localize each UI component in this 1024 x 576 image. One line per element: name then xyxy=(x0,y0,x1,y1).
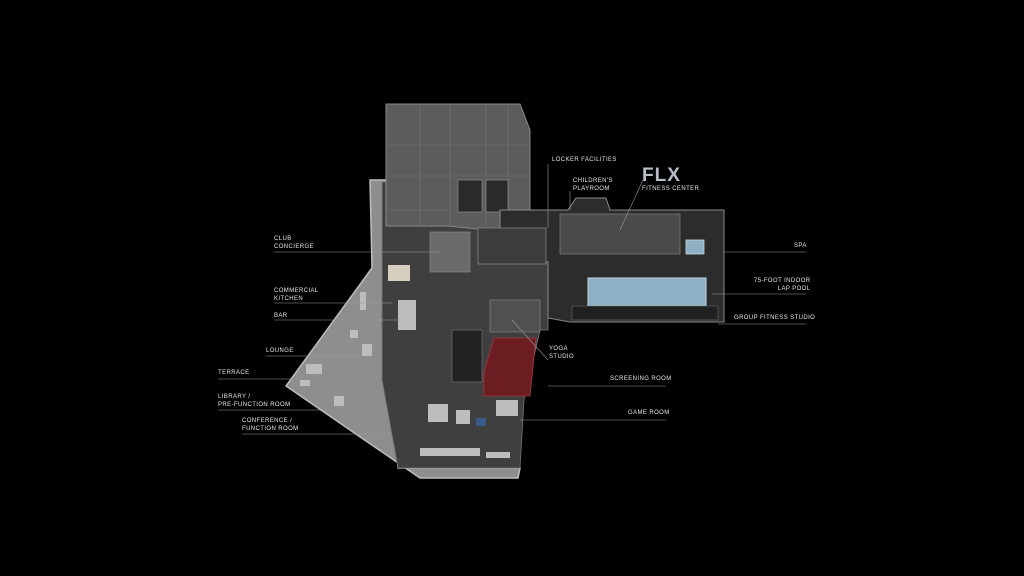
label-line-2: STUDIO xyxy=(549,353,575,360)
game-room-accent xyxy=(476,418,486,426)
label-line-2: KITCHEN xyxy=(274,295,304,302)
label-text: SCREENING ROOM xyxy=(610,376,672,382)
leader-lines xyxy=(218,164,806,435)
label-bar: BAR xyxy=(274,313,288,321)
label-screening-room: SCREENING ROOM xyxy=(610,376,672,384)
label-line-1: 75-FOOT INDOOR xyxy=(754,278,811,284)
label-text: GAME ROOM xyxy=(628,410,670,416)
label-line-1: YOGA xyxy=(549,346,568,352)
label-lounge: LOUNGE xyxy=(266,348,294,356)
label-game-room: GAME ROOM xyxy=(628,410,670,418)
logo-subtitle: FITNESS CENTER xyxy=(642,186,700,192)
furniture xyxy=(300,265,518,458)
label-line-1: LIBRARY / xyxy=(218,394,251,400)
gym-floor xyxy=(559,213,681,255)
elevator-core xyxy=(457,179,483,213)
label-locker-facilities: LOCKER FACILITIES xyxy=(552,157,617,165)
flx-logo: FLX FITNESS CENTER xyxy=(642,166,699,192)
label-terrace: TERRACE xyxy=(218,370,249,378)
label-conference: CONFERENCE / FUNCTION ROOM xyxy=(242,418,299,433)
logo-text: FLX xyxy=(642,165,681,186)
label-line-2: LAP POOL xyxy=(777,285,811,292)
screening-room-area xyxy=(483,337,537,397)
label-lap-pool: 75-FOOT INDOOR LAP POOL xyxy=(754,278,811,293)
label-group-fitness: GROUP FITNESS STUDIO xyxy=(734,315,815,323)
lap-pool-water xyxy=(587,277,707,307)
service-core xyxy=(451,329,483,383)
label-line-2: PRE-FUNCTION ROOM xyxy=(218,401,291,408)
label-library: LIBRARY / PRE-FUNCTION ROOM xyxy=(218,394,290,409)
label-line-1: CLUB xyxy=(274,236,292,242)
label-text: BAR xyxy=(274,313,288,319)
label-commercial-kitchen: COMMERCIAL KITCHEN xyxy=(274,288,319,303)
label-line-1: COMMERCIAL xyxy=(274,288,319,294)
group-fitness-room xyxy=(571,305,719,321)
label-line-1: CONFERENCE / xyxy=(242,418,293,424)
label-childrens-playroom: CHILDREN'S PLAYROOM xyxy=(573,178,613,193)
label-text: LOUNGE xyxy=(266,348,294,354)
elevator-core-2 xyxy=(485,179,509,213)
label-text: GROUP FITNESS STUDIO xyxy=(734,315,816,321)
label-line-2: CONCIERGE xyxy=(274,243,314,250)
label-line-2: PLAYROOM xyxy=(573,185,610,192)
spa-pool xyxy=(685,239,705,255)
label-yoga-studio: YOGA STUDIO xyxy=(549,346,574,361)
label-text: SPA xyxy=(794,243,807,249)
label-text: LOCKER FACILITIES xyxy=(552,157,617,163)
label-text: TERRACE xyxy=(218,370,250,376)
yoga-studio-room xyxy=(489,299,541,333)
label-line-2: FUNCTION ROOM xyxy=(242,425,299,432)
label-line-1: CHILDREN'S xyxy=(573,178,613,184)
label-spa: SPA xyxy=(794,243,807,251)
locker-block xyxy=(477,227,547,265)
label-club-concierge: CLUB CONCIERGE xyxy=(274,236,314,251)
